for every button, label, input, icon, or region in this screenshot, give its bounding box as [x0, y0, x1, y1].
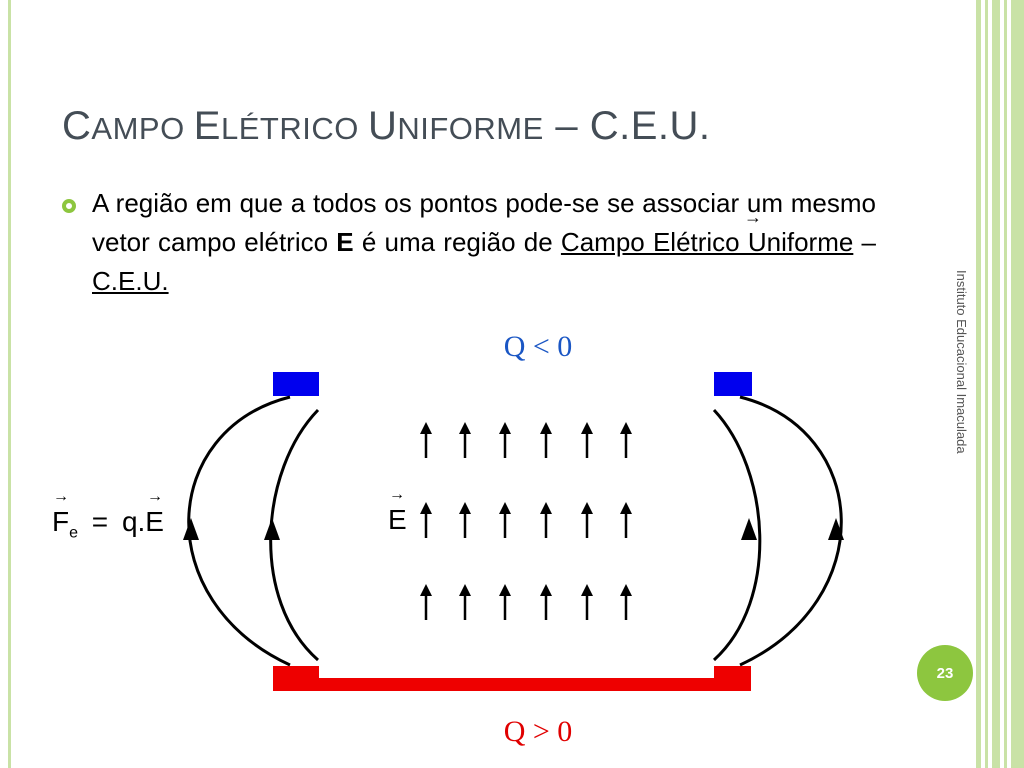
negative-plate-right — [714, 372, 752, 396]
title-part: – C.E.U. — [543, 104, 711, 148]
vector-arrow-icon: → — [744, 207, 762, 227]
title-part: LÉTRICO — [220, 111, 368, 146]
bullet-text-1: A região em que a todos os pontos pode-s… — [92, 188, 876, 257]
arrowhead-icon — [420, 584, 432, 596]
fringe-arrowheads — [183, 518, 844, 540]
institution-side-text: Instituto Educacional Imaculada — [954, 270, 969, 454]
title-part: U — [367, 104, 398, 148]
fringe-line — [739, 395, 843, 667]
arrowhead-icon — [264, 518, 280, 540]
arrowhead-icon — [828, 518, 844, 540]
fringe-field-lines — [187, 395, 843, 667]
fringe-line — [187, 395, 291, 667]
bullet-paragraph: A região em que a todos os pontos pode-s… — [92, 184, 876, 301]
arrowhead-icon — [581, 502, 593, 514]
force-formula: F→e = q.E→ — [52, 488, 164, 543]
arrowhead-icon — [499, 422, 511, 434]
arrowhead-icon — [540, 422, 552, 434]
page-number-badge: 23 — [917, 645, 973, 701]
bottom-plate-label: Q > 0 — [504, 715, 573, 748]
arrowhead-icon — [540, 502, 552, 514]
highlight-term: Campo Elétrico Uniforme — [560, 227, 854, 257]
arrowhead-icon — [499, 584, 511, 596]
negative-plate-left — [273, 372, 319, 396]
rhs-text: q.E — [121, 506, 164, 537]
top-plate-label: Q < 0 — [504, 330, 573, 363]
title-part: E — [193, 104, 221, 148]
arrowhead-icon — [620, 422, 632, 434]
plate-notch — [319, 664, 714, 678]
arrowhead-icon — [581, 422, 593, 434]
formula-rhs: q.E→ — [121, 488, 164, 537]
arrowhead-icon — [459, 422, 471, 434]
slide-title: CAMPO ELÉTRICO UNIFORME – C.E.U. — [62, 104, 711, 149]
highlight-abbrev: C.E.U. — [92, 266, 169, 296]
title-part: AMPO — [91, 111, 194, 146]
arrowhead-icon — [620, 502, 632, 514]
title-part: C — [62, 104, 92, 148]
field-symbol: E — [388, 504, 407, 535]
arrowhead-icon — [459, 502, 471, 514]
arrowhead-icon — [741, 518, 757, 540]
vector-arrow-icon: → — [53, 488, 69, 505]
arrowhead-icon — [459, 584, 471, 596]
fringe-line — [712, 408, 762, 662]
arrowhead-icon — [183, 518, 199, 540]
arrowhead-icon — [581, 584, 593, 596]
title-part: NIFORME — [397, 111, 544, 146]
force-subscript: e — [69, 524, 79, 542]
arrowhead-icon — [420, 422, 432, 434]
vector-e-bold: E — [336, 227, 354, 257]
arrowhead-icon — [499, 502, 511, 514]
uniform-field-arrows — [420, 422, 632, 620]
arrowhead-icon — [540, 584, 552, 596]
arrowhead-icon — [420, 502, 432, 514]
vector-arrow-icon: → — [389, 486, 405, 503]
bullet-icon — [62, 199, 76, 213]
vector-arrow-icon: → — [146, 488, 163, 505]
dash-text: – — [853, 227, 876, 257]
field-label: E→ — [388, 486, 407, 536]
force-symbol: F — [52, 506, 70, 537]
left-decorative-rule — [8, 0, 11, 768]
arrowhead-icon — [620, 584, 632, 596]
equals-sign: = — [91, 506, 109, 537]
bullet-text-2: é uma região de — [353, 227, 561, 257]
right-decorative-stripes — [976, 0, 1024, 768]
formula-force: F→ — [52, 488, 70, 537]
